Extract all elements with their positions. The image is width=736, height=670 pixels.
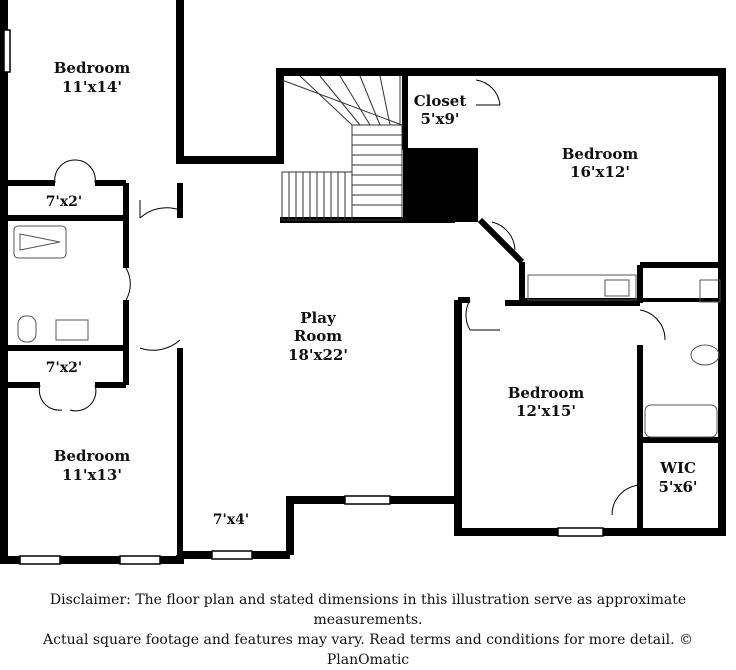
play-room-dims: 18'x22' (288, 346, 348, 364)
floor-plan: Bedroom 11'x14' 7'x2' 7'x2' Bedroom 11'x… (0, 0, 726, 565)
wic-name: WIC (659, 459, 696, 477)
bedroom-top-right-dims: 16'x12' (570, 163, 630, 181)
bedroom-bottom-left-dims: 11'x13' (62, 466, 122, 484)
bedroom-mid-right-dims: 12'x15' (516, 402, 576, 420)
fixtures (13, 225, 721, 438)
bedroom-top-left-dims: 11'x14' (62, 78, 122, 96)
wic-dims: 5'x6' (658, 478, 697, 496)
bathtub-right (644, 404, 718, 438)
disclaimer: Disclaimer: The floor plan and stated di… (0, 590, 736, 670)
toilet-right (690, 344, 720, 366)
toilet-left (17, 315, 37, 343)
disclaimer-line-1: Disclaimer: The floor plan and stated di… (49, 592, 687, 628)
closet-top-left-dims: 7'x2' (46, 194, 82, 210)
vanity-upper-right (527, 274, 637, 301)
bathtub-left (13, 225, 67, 259)
play-room-name-line1: Play (300, 309, 337, 327)
chimney-block (403, 148, 478, 222)
disclaimer-line-2: Actual square footage and features may v… (43, 632, 693, 668)
play-room-name-line2: Room (294, 327, 342, 345)
bedroom-top-right-name: Bedroom (562, 145, 639, 163)
exterior-walls (0, 0, 726, 564)
staircase (281, 75, 403, 221)
sink-bath-right (699, 279, 721, 303)
doors (38, 79, 666, 516)
alcove-dims: 7'x4' (213, 512, 249, 528)
sink-upper-right (604, 279, 630, 297)
room-labels: Bedroom 11'x14' 7'x2' 7'x2' Bedroom 11'x… (46, 59, 698, 528)
closet-top-dims: 5'x9' (420, 110, 459, 128)
bedroom-top-left-name: Bedroom (54, 59, 131, 77)
closet-top-name: Closet (414, 92, 467, 110)
closet-mid-left-dims: 7'x2' (46, 360, 82, 376)
bedroom-bottom-left-name: Bedroom (54, 447, 131, 465)
sink-left (55, 319, 89, 341)
windows (3, 29, 604, 565)
bedroom-mid-right-name: Bedroom (508, 384, 585, 402)
